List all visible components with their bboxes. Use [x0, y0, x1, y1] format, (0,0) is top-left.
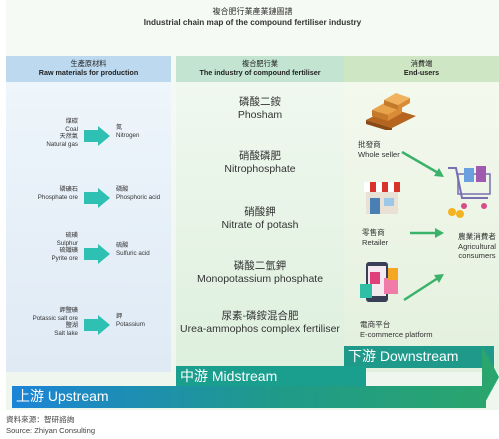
input-label: 煤碳 [65, 118, 78, 125]
label-zh: 零售商 [362, 228, 385, 237]
label-zh: 電商平台 [360, 320, 391, 329]
label-en: Whole seller [358, 149, 400, 159]
upstream-header-zh: 生產原材料 [70, 59, 107, 68]
upstream-header: 生產原材料 Raw materials for production [6, 56, 171, 82]
pallet-icon [366, 93, 416, 130]
product-en: Urea-ammophos complex fertiliser [180, 323, 340, 335]
input-label: 硫磺 [65, 232, 78, 239]
whole-seller-label: 批發商 Whole seller [358, 140, 400, 159]
material-inputs: 鉀鹽礦 Potassic salt ore 鹽湖 Salt lake [6, 307, 78, 337]
material-row-sulfuric: 硫磺 Sulphur 硫鐵礦 Pyrite ore 硫酸 Sulfuric ac… [6, 232, 171, 282]
material-output: 鉀 Potassium [116, 313, 145, 328]
downstream-band: 下游 Downstream [344, 346, 494, 368]
input-label: 磷礦石 [59, 186, 78, 193]
midstream-band: 中游 Midstream [176, 366, 366, 388]
consumers-label: 農業消費者 Agricultural consumers [452, 232, 499, 261]
arrow-right-icon [482, 346, 499, 408]
product-zh: 磷酸二氫鉀 [233, 260, 287, 272]
source-en: Source: Zhiyan Consulting [6, 426, 96, 435]
output-label: 磷酸 [116, 186, 129, 193]
material-inputs: 硫磺 Sulphur 硫鐵礦 Pyrite ore [6, 232, 78, 262]
title-en: Industrial chain map of the compound fer… [143, 18, 362, 27]
downstream-header: 消費端 End-users [344, 56, 499, 82]
arrow-right-icon [84, 126, 110, 146]
material-inputs: 磷礦石 Phosphate ore [6, 186, 78, 201]
product-en: Monopotassium phosphate [196, 273, 324, 285]
product-zh: 硝酸磷肥 [239, 150, 281, 162]
title-zh: 複合肥行業產業鏈圖譜 [212, 7, 293, 16]
product-nitrophosphate: 硝酸磷肥 Nitrophosphate [176, 150, 344, 176]
label-zh: 批發商 [358, 140, 381, 149]
label-en: Retailer [362, 237, 389, 247]
output-label: 硫酸 [116, 242, 129, 249]
downstream-column: 批發商 Whole seller 零售商 Retailer 電商平台 [344, 82, 499, 372]
product-en: Nitrophosphate [224, 163, 296, 175]
output-label: 鉀 [116, 313, 123, 320]
input-label: Salt lake [54, 329, 78, 337]
chain-map: 複合肥行業產業鏈圖譜 Industrial chain map of the c… [6, 0, 499, 410]
product-zh: 尿素-磷銨混合肥 [221, 310, 299, 322]
output-label: 氮 [116, 124, 123, 131]
diagram-title: 複合肥行業產業鏈圖譜 Industrial chain map of the c… [6, 6, 499, 28]
input-label: Coal [65, 125, 78, 133]
material-inputs: 煤碳 Coal 天然氣 Natural gas [6, 118, 78, 148]
output-label: Potassium [116, 320, 145, 328]
input-label: 鉀鹽礦 [59, 307, 78, 314]
product-monopotassium: 磷酸二氫鉀 Monopotassium phosphate [176, 260, 344, 286]
arrow-to-consumers-icon [403, 274, 444, 302]
source-zh: 資料來源：智研諮詢 [6, 415, 75, 424]
output-label: Nitrogen [116, 131, 140, 139]
midstream-header-en: The industry of compound fertiliser [199, 68, 321, 77]
product-zh: 硝酸鉀 [244, 206, 276, 218]
input-label: 硫鐵礦 [59, 247, 78, 255]
upstream-header-en: Raw materials for production [38, 68, 139, 77]
arrow-right-icon [84, 188, 110, 208]
retailer-label: 零售商 Retailer [362, 228, 388, 247]
upstream-column: 煤碳 Coal 天然氣 Natural gas 氮 Nitrogen 磷礦石 P… [6, 82, 171, 372]
product-nitrate-potash: 硝酸鉀 Nitrate of potash [176, 206, 344, 232]
output-label: Phosphoric acid [116, 193, 161, 201]
label-en: E-commerce platform [360, 329, 433, 339]
product-urea-ammophos: 尿素-磷銨混合肥 Urea-ammophos complex fertilise… [176, 310, 344, 335]
input-label: Sulphur [56, 239, 78, 247]
label-zh: 農業消費者 [458, 232, 496, 241]
ecommerce-label: 電商平台 E-commerce platform [360, 320, 433, 339]
midstream-column: 磷酸二銨 Phosham 硝酸磷肥 Nitrophosphate 硝酸鉀 Nit… [176, 82, 344, 392]
material-output: 氮 Nitrogen [116, 124, 139, 139]
input-label: Natural gas [46, 140, 78, 148]
input-label: Pyrite ore [51, 254, 78, 262]
material-output: 硫酸 Sulfuric acid [116, 242, 150, 257]
arrow-right-icon [84, 244, 110, 264]
midstream-header-zh: 複合肥行業 [242, 59, 278, 68]
arrow-to-consumers-icon [410, 228, 444, 238]
store-icon [364, 182, 400, 214]
product-en: Phosham [237, 109, 283, 121]
upstream-band: 上游 Upstream [12, 386, 486, 408]
midstream-header: 複合肥行業 The industry of compound fertilise… [176, 56, 344, 82]
input-label: Potassic salt ore [32, 314, 78, 322]
product-phosham: 磷酸二銨 Phosham [176, 96, 344, 122]
material-row-nitrogen: 煤碳 Coal 天然氣 Natural gas 氮 Nitrogen [6, 118, 171, 158]
product-zh: 磷酸二銨 [239, 96, 281, 108]
arrow-right-icon [84, 315, 110, 335]
material-output: 磷酸 Phosphoric acid [116, 186, 160, 201]
downstream-header-en: End-users [403, 68, 440, 77]
output-label: Sulfuric acid [116, 249, 150, 257]
shopping-cart-icon [448, 166, 491, 218]
mobile-shopping-icon [360, 262, 398, 302]
material-row-phosphoric: 磷礦石 Phosphate ore 磷酸 Phosphoric acid [6, 180, 171, 220]
arrow-to-consumers-icon [401, 150, 444, 177]
downstream-header-zh: 消費端 [410, 59, 433, 68]
label-en: Agricultural consumers [458, 241, 496, 261]
material-row-potassium: 鉀鹽礦 Potassic salt ore 鹽湖 Salt lake 鉀 Pot… [6, 307, 171, 347]
input-label: 鹽湖 [65, 322, 78, 330]
input-label: Phosphate ore [37, 193, 78, 201]
input-label: 天然氣 [59, 133, 78, 141]
product-en: Nitrate of potash [221, 219, 299, 231]
